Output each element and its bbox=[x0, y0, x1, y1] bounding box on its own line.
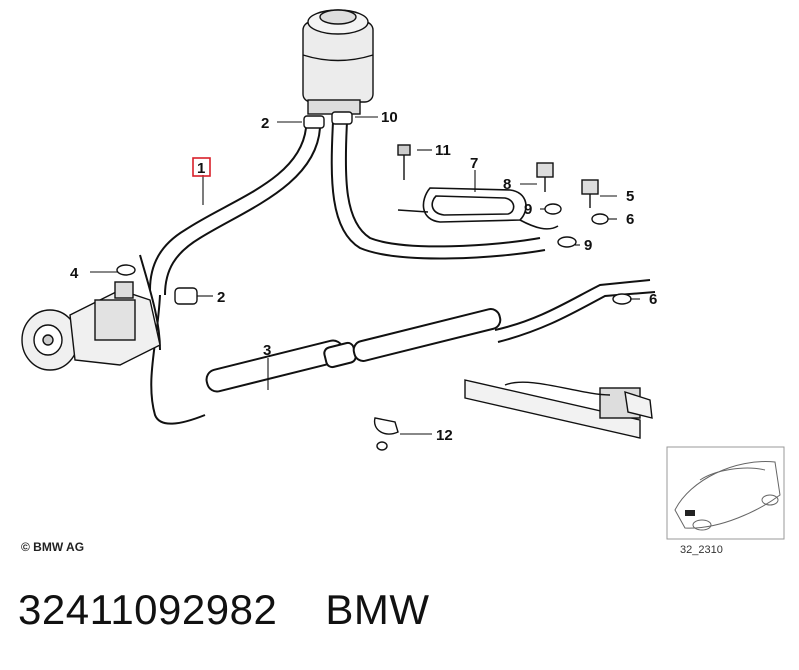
fittings bbox=[116, 111, 632, 451]
leader-lines bbox=[90, 116, 640, 435]
callout-2b: 2 bbox=[217, 289, 225, 306]
callout-9a: 9 bbox=[524, 201, 532, 218]
callout-8: 8 bbox=[503, 176, 511, 193]
cooler-7 bbox=[397, 187, 559, 230]
vehicle-inset bbox=[666, 446, 785, 540]
callout-7: 7 bbox=[470, 155, 478, 172]
callout-3: 3 bbox=[263, 342, 271, 359]
inset-code: 32_2310 bbox=[680, 544, 723, 556]
callout-9b: 9 bbox=[584, 237, 592, 254]
callout-6b: 6 bbox=[649, 291, 657, 308]
steering-rack bbox=[464, 379, 653, 439]
reservoir bbox=[302, 9, 374, 115]
callout-10: 10 bbox=[381, 109, 398, 126]
callout-12: 12 bbox=[436, 427, 453, 444]
hose-10 bbox=[330, 121, 546, 260]
callout-5: 5 bbox=[626, 188, 634, 205]
hose-1 bbox=[149, 127, 321, 296]
callout-4: 4 bbox=[70, 265, 79, 282]
callout-6a: 6 bbox=[626, 211, 634, 228]
brand: BMW bbox=[325, 586, 430, 633]
callout-11: 11 bbox=[435, 142, 451, 159]
hose-3 bbox=[139, 254, 656, 425]
caption: 32411092982 BMW bbox=[18, 586, 429, 634]
callout-1-highlight bbox=[192, 157, 211, 177]
copyright: © BMW AG bbox=[21, 540, 85, 554]
part-number: 32411092982 bbox=[18, 586, 278, 633]
callout-1: 1 bbox=[197, 160, 205, 177]
callout-2a: 2 bbox=[261, 115, 269, 132]
pump bbox=[21, 281, 161, 371]
